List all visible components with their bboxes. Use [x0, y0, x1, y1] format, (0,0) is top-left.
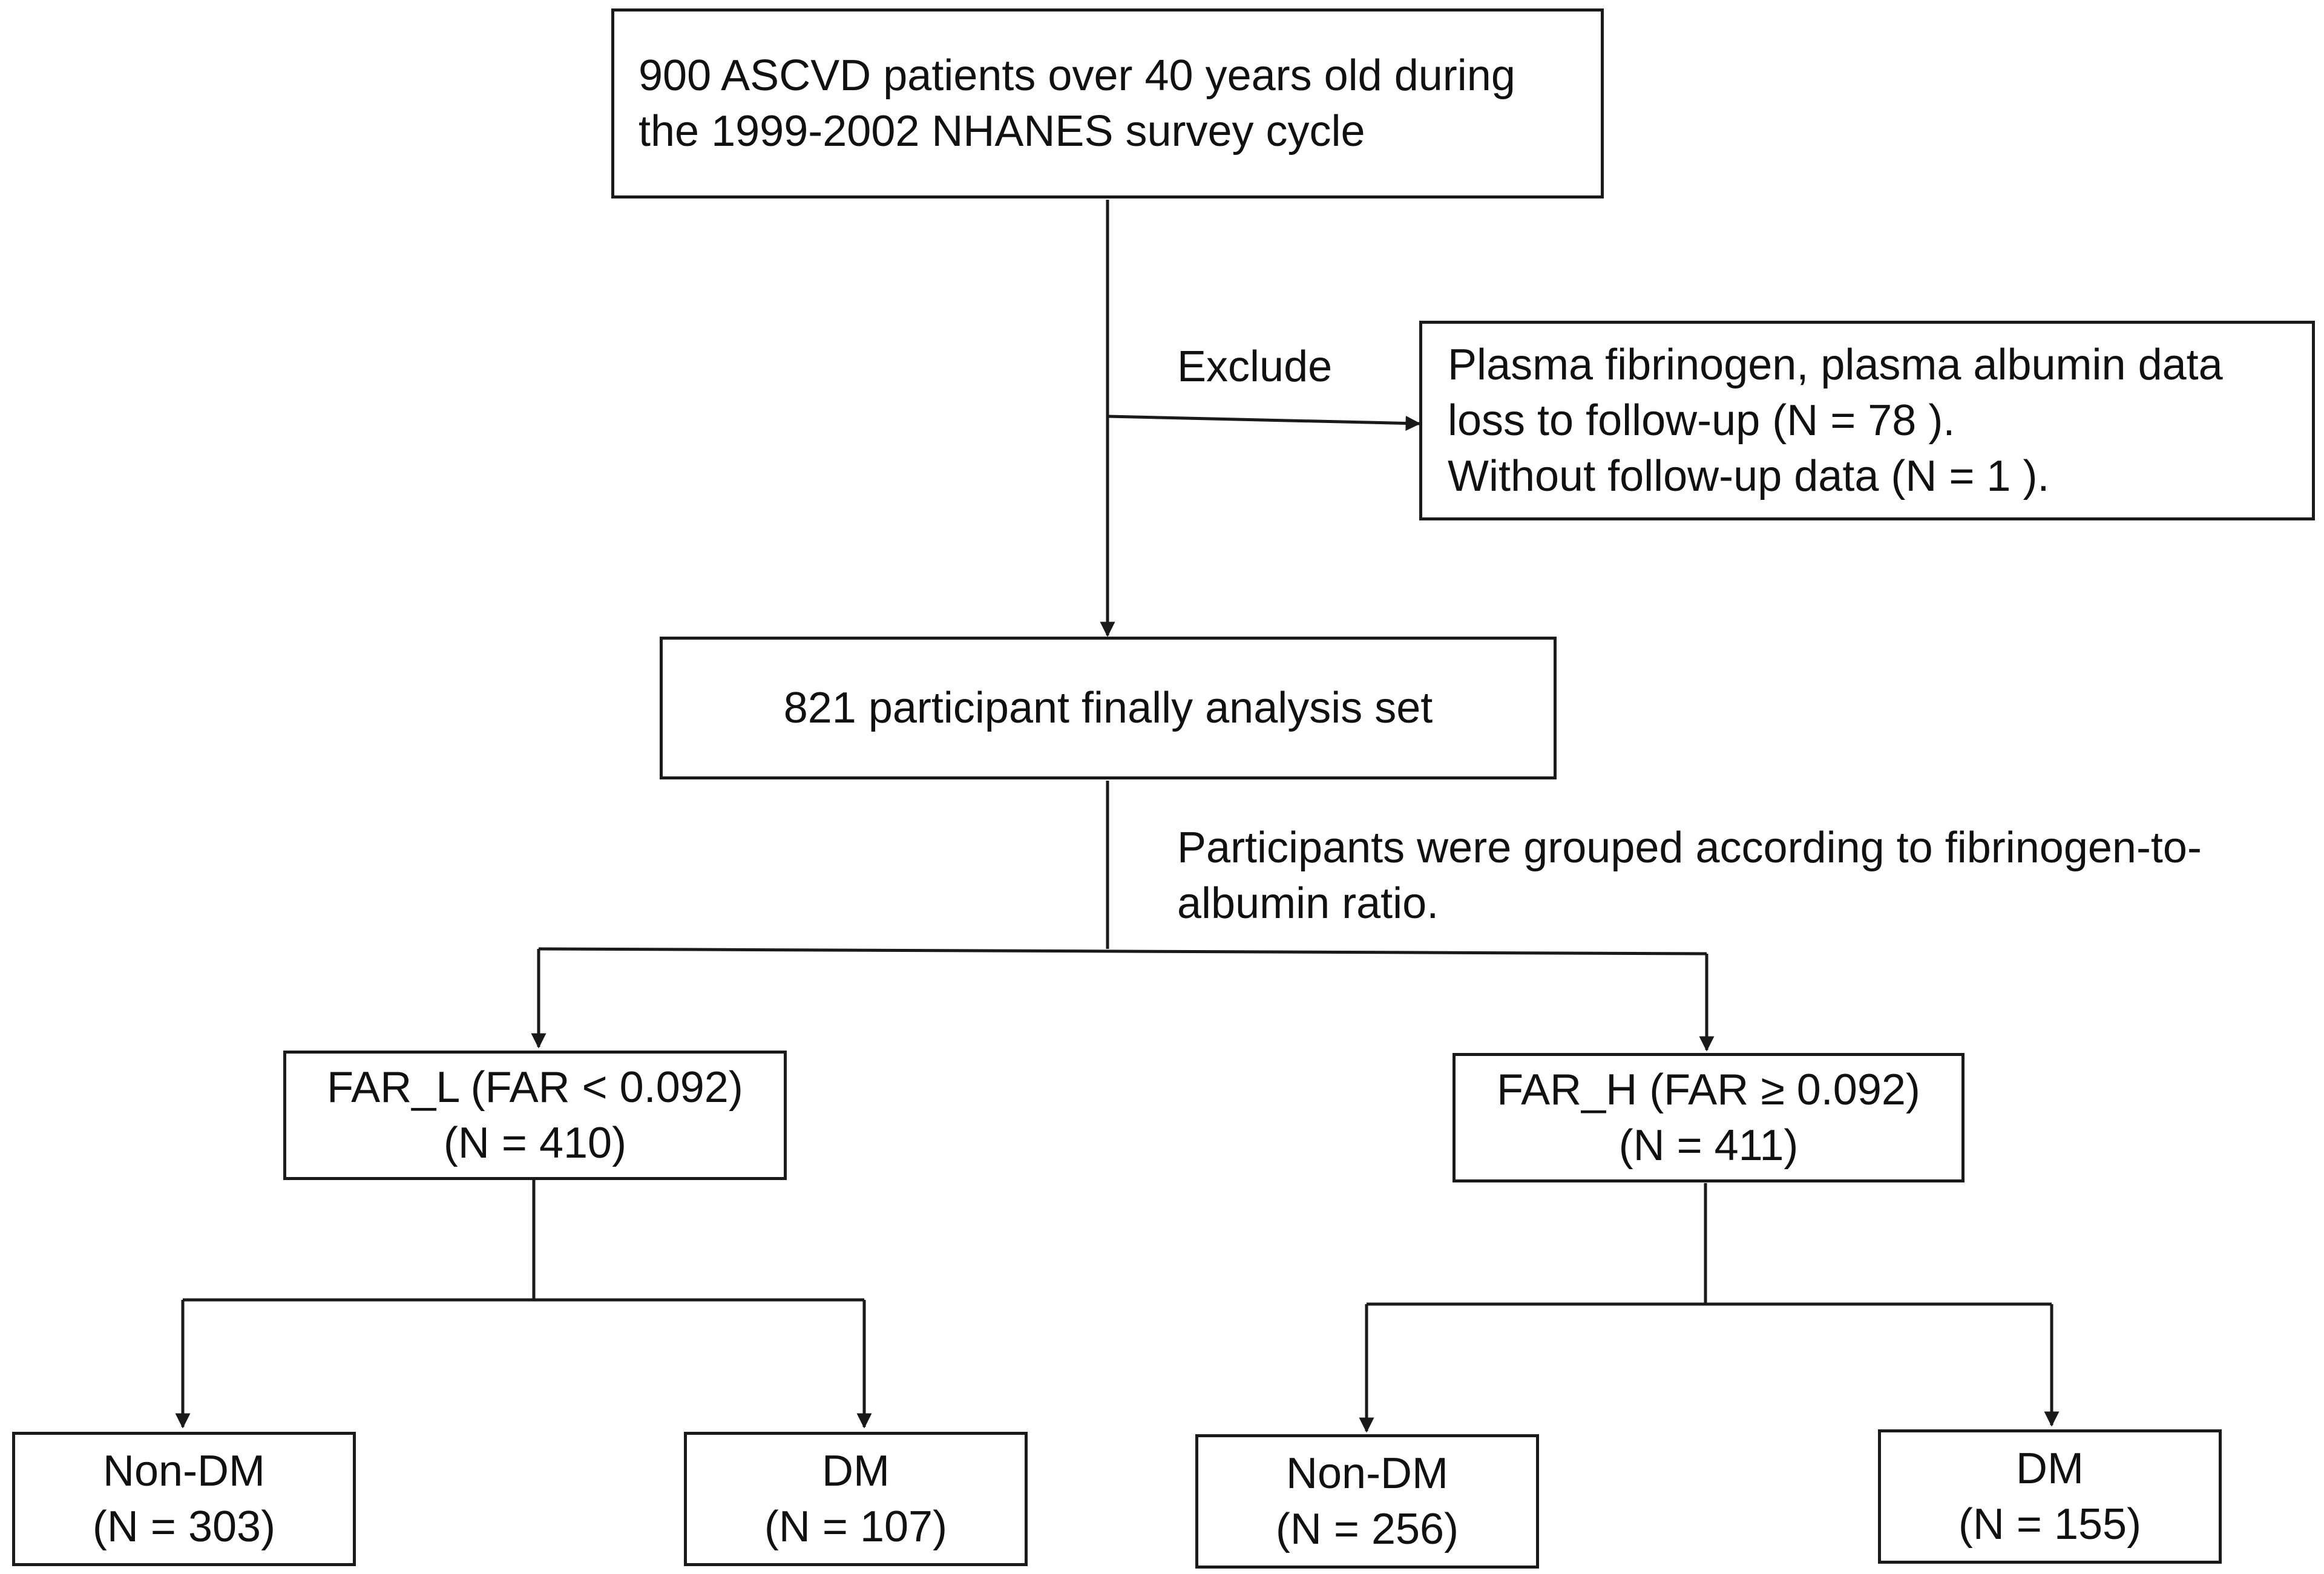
far-h-nondm-title: Non-DM [1285, 1449, 1449, 1498]
far-l-dm-count: (N = 107) [764, 1503, 948, 1551]
split-bar-top [538, 947, 1707, 956]
exclusion-box: Plasma fibrinogen, plasma albumin data l… [1419, 321, 2315, 520]
far-l-nondm-title: Non-DM [102, 1447, 266, 1495]
analysis-set-label: 821 participant finally analysis set [783, 684, 1433, 732]
far-h-dm-count: (N = 155) [1958, 1500, 2142, 1549]
far-h-nondm-box: Non-DM (N = 256) [1195, 1434, 1539, 1569]
grouping-note-line-2: albumin ratio. [1177, 879, 1439, 928]
exclusion-line-3: Without follow-up data (N = 1 ). [1448, 452, 2050, 500]
far-h-group-box: FAR_H (FAR ≥ 0.092) (N = 411) [1452, 1053, 1965, 1182]
far-h-dm-box: DM (N = 155) [1878, 1429, 2222, 1564]
grouping-note-line-1: Participants were grouped according to f… [1177, 824, 2202, 872]
far-l-title: FAR_L (FAR < 0.092) [327, 1063, 743, 1112]
far-l-count: (N = 410) [443, 1119, 627, 1167]
exclusion-line-2: loss to follow-up (N = 78 ). [1448, 396, 1955, 445]
far-h-count: (N = 411) [1618, 1121, 1799, 1170]
source-line-2: the 1999-2002 NHANES survey cycle [638, 107, 1365, 156]
source-line-1: 900 ASCVD patients over 40 years old dur… [638, 51, 1515, 100]
far-l-group-box: FAR_L (FAR < 0.092) (N = 410) [283, 1051, 787, 1180]
far-l-nondm-count: (N = 303) [92, 1503, 276, 1551]
exclusion-line-1: Plasma fibrinogen, plasma albumin data [1448, 341, 2223, 389]
exclude-label: Exclude [1177, 343, 1333, 391]
far-l-dm-title: DM [822, 1447, 890, 1495]
far-h-dm-title: DM [2016, 1444, 2084, 1493]
far-h-nondm-count: (N = 256) [1275, 1505, 1459, 1553]
source-population-box: 900 ASCVD patients over 40 years old dur… [611, 8, 1604, 198]
arrow-to-exclusion [1107, 415, 1421, 431]
far-l-nondm-box: Non-DM (N = 303) [12, 1432, 356, 1566]
far-h-title: FAR_H (FAR ≥ 0.092) [1497, 1066, 1920, 1114]
grouping-note: Participants were grouped according to f… [1177, 820, 2202, 931]
analysis-set-box: 821 participant finally analysis set [660, 637, 1557, 779]
far-l-dm-box: DM (N = 107) [684, 1432, 1028, 1566]
